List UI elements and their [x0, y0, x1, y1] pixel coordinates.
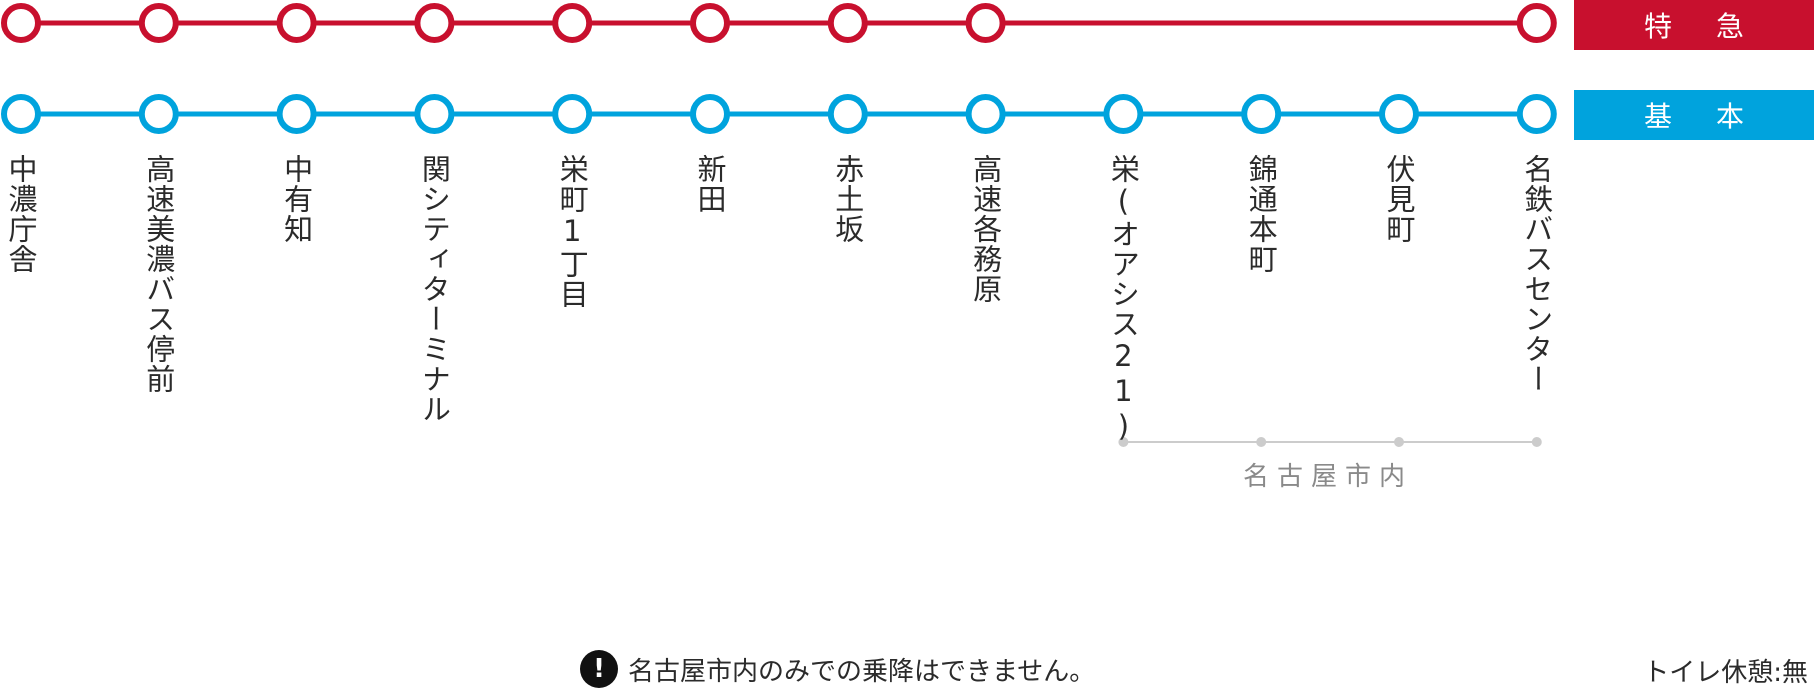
stop-circle: [1, 94, 41, 134]
stop-circle: [1241, 94, 1282, 134]
stop-circle: [1516, 94, 1557, 134]
station-name: 錦通本町: [1244, 154, 1279, 274]
stop-circle: [414, 3, 455, 43]
stop-circle: [276, 94, 317, 134]
stop-circle: [690, 3, 730, 43]
stop-circle: [552, 94, 593, 134]
station-name: 栄町1丁目: [555, 154, 590, 309]
exclamation-icon: !: [580, 650, 618, 688]
stop-circle: [138, 94, 179, 134]
station-name: 関シティターミナル: [417, 154, 452, 424]
station-name: 新田: [693, 154, 727, 214]
stop-circle: [1516, 3, 1557, 43]
city-section-dot: [1531, 437, 1542, 447]
city-section-dot: [1394, 437, 1404, 447]
notice-text: 名古屋市内のみでの乗降はできません。: [628, 656, 1096, 687]
stop-circle: [690, 94, 730, 134]
station-name: 中有知: [279, 154, 314, 244]
station-name: 赤土坂: [830, 154, 865, 244]
stop-circle: [552, 3, 593, 43]
stop-circle: [276, 3, 317, 43]
stop-circle: [827, 94, 868, 134]
route-badge-basic: 基本: [1574, 90, 1814, 140]
stop-circle: [1, 3, 41, 43]
stop-circle: [827, 3, 868, 43]
city-section-dot: [1256, 437, 1267, 447]
stop-circle: [414, 94, 455, 134]
stop-circle: [1379, 94, 1419, 134]
route-badge-express: 特急: [1574, 0, 1814, 50]
notice: ! 名古屋市内のみでの乗降はできません。: [580, 650, 1095, 688]
station-name: 伏見町: [1382, 154, 1416, 244]
stop-circle: [965, 94, 1006, 134]
station-name: 名鉄バスセンター: [1519, 154, 1554, 394]
city-section-dot: [1118, 437, 1129, 447]
stop-circle: [138, 3, 179, 43]
toilet-info: トイレ休憩:無: [1643, 658, 1808, 688]
station-name: 中濃庁舎: [4, 154, 38, 274]
station-name: 栄(オアシス21): [1106, 154, 1141, 444]
city-section-label: 名古屋市内: [1242, 462, 1413, 492]
station-name: 高速各務原: [968, 154, 1003, 304]
stop-circle: [965, 3, 1006, 43]
station-name: 高速美濃バス停前: [141, 154, 176, 394]
stop-circle: [1103, 94, 1144, 134]
